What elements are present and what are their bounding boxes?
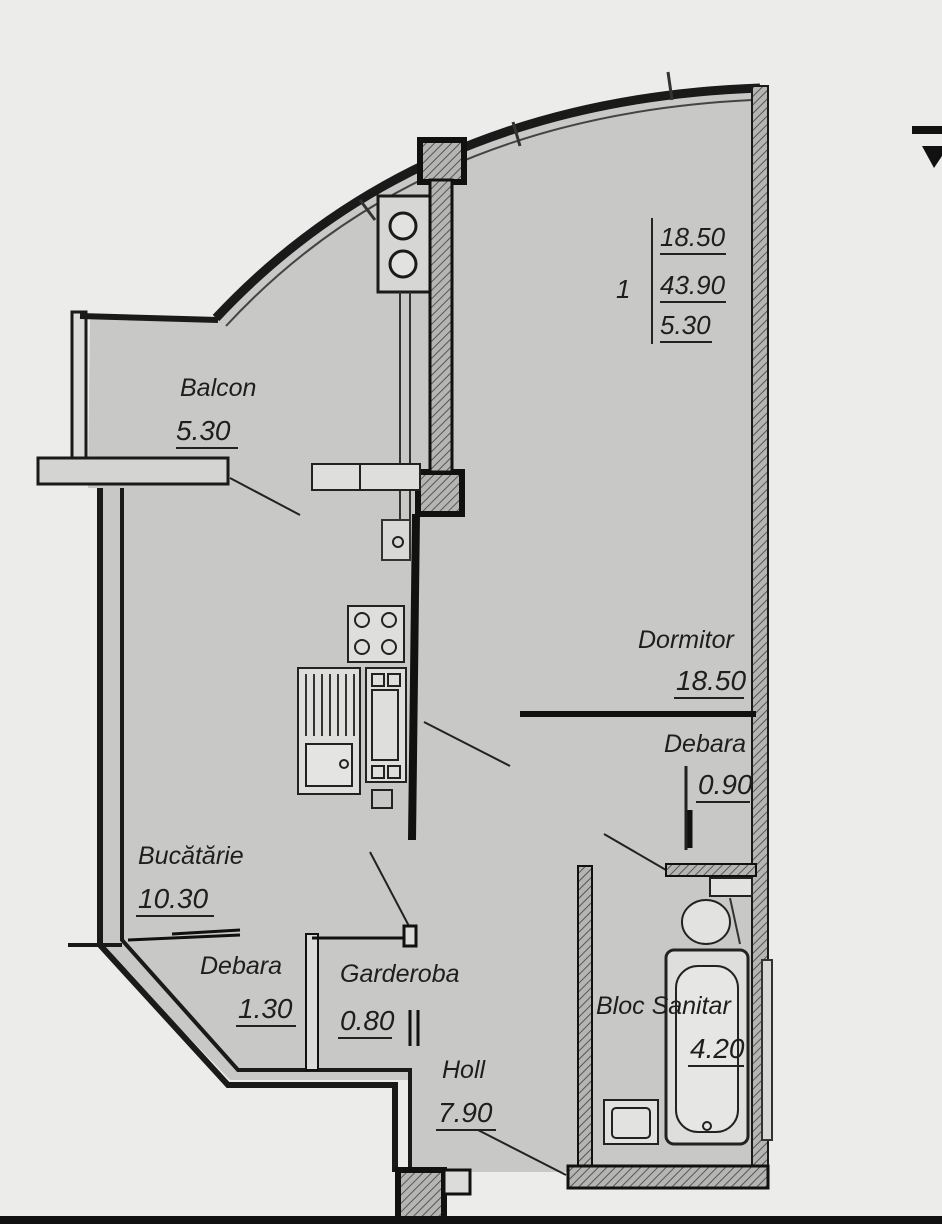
garderoba-area: 0.80 bbox=[340, 1005, 395, 1036]
bucatarie-name: Bucătărie bbox=[138, 842, 244, 870]
summary-balcony-area: 5.30 bbox=[660, 310, 711, 340]
toilet-tank bbox=[709, 877, 753, 897]
sink-tap bbox=[339, 759, 349, 769]
balcony-door-swing bbox=[229, 477, 301, 516]
window-mark bbox=[511, 121, 522, 147]
bloc-sanitar-area: 4.20 bbox=[690, 1033, 745, 1064]
appliance-knob bbox=[371, 673, 385, 687]
structural-column bbox=[415, 469, 465, 517]
dishwasher-inner bbox=[371, 689, 399, 761]
door-swing-line bbox=[477, 1129, 567, 1176]
garderoba-name: Garderoba bbox=[340, 960, 460, 988]
stove-burner bbox=[354, 639, 370, 655]
holl-name: Holl bbox=[442, 1056, 487, 1084]
balcony-slab-edge bbox=[36, 456, 230, 486]
exterior-wall-left-inner bbox=[120, 488, 412, 1172]
partition-wall-upper bbox=[428, 178, 454, 474]
counter-block bbox=[311, 463, 421, 491]
vent-pipe bbox=[388, 249, 418, 279]
stove-burner bbox=[381, 612, 397, 628]
pipe-box bbox=[381, 519, 411, 561]
window-mark bbox=[666, 71, 674, 101]
bathroom-wall-left bbox=[577, 865, 593, 1167]
north-arrow-fragment bbox=[912, 126, 942, 134]
balcony-wall-top bbox=[79, 313, 219, 323]
door-swing-line bbox=[423, 721, 511, 767]
debara-large-area: 1.30 bbox=[238, 993, 293, 1024]
debara-small-area: 0.90 bbox=[698, 769, 753, 800]
dormitor-name: Dormitor bbox=[638, 626, 736, 654]
debara-large-name: Debara bbox=[200, 952, 282, 980]
partition-wall-lower bbox=[408, 513, 420, 841]
north-arrow-fragment bbox=[922, 146, 942, 168]
balcon-name: Balcon bbox=[180, 374, 256, 402]
column-stub bbox=[442, 1168, 472, 1196]
debara-small-name: Debara bbox=[664, 730, 746, 758]
bloc-sanitar-name: Bloc Sanitar bbox=[596, 992, 732, 1020]
balcony-wall-left bbox=[70, 310, 88, 464]
stove-burner bbox=[354, 612, 370, 628]
window-mark bbox=[358, 199, 377, 221]
holl-area: 7.90 bbox=[438, 1097, 493, 1128]
bathroom-sink-basin bbox=[611, 1107, 651, 1139]
bathtub-inner bbox=[675, 965, 739, 1133]
debara-top-wall bbox=[127, 933, 241, 942]
drainboard bbox=[305, 674, 355, 736]
debara-top-wall-2 bbox=[171, 928, 241, 936]
stove-burner bbox=[381, 639, 397, 655]
appliance-knob bbox=[387, 765, 401, 779]
exterior-wall-left bbox=[97, 488, 398, 1172]
vent-pipe bbox=[388, 211, 418, 241]
structural-column bbox=[417, 137, 467, 185]
door-swing-line bbox=[369, 851, 411, 929]
wall-bottom bbox=[566, 1164, 770, 1190]
pipe-outlet bbox=[392, 536, 404, 548]
photo-bottom-edge bbox=[0, 1216, 942, 1224]
door-swing-line bbox=[603, 833, 667, 871]
bucatarie-area: 10.30 bbox=[138, 883, 208, 914]
balcon-area: 5.30 bbox=[176, 415, 231, 446]
garderoba-wall bbox=[305, 933, 319, 1071]
apartment-number: 1 bbox=[616, 274, 630, 304]
garderoba-door-post bbox=[402, 924, 418, 948]
kitchen-sink bbox=[305, 743, 353, 787]
toilet-pipe bbox=[729, 897, 741, 945]
toilet-bowl bbox=[681, 899, 731, 945]
summary-total-area: 43.90 bbox=[660, 270, 726, 300]
right-wall-niche bbox=[761, 959, 773, 1141]
bathtub-drain bbox=[702, 1121, 712, 1131]
summary-living-area: 18.50 bbox=[660, 222, 726, 252]
appliance-knob bbox=[371, 789, 393, 809]
dormitor-area: 18.50 bbox=[676, 665, 746, 696]
structural-column bbox=[395, 1167, 447, 1223]
debara-wall-bottom bbox=[665, 863, 757, 877]
appliance-knob bbox=[387, 673, 401, 687]
appliance-knob bbox=[371, 765, 385, 779]
